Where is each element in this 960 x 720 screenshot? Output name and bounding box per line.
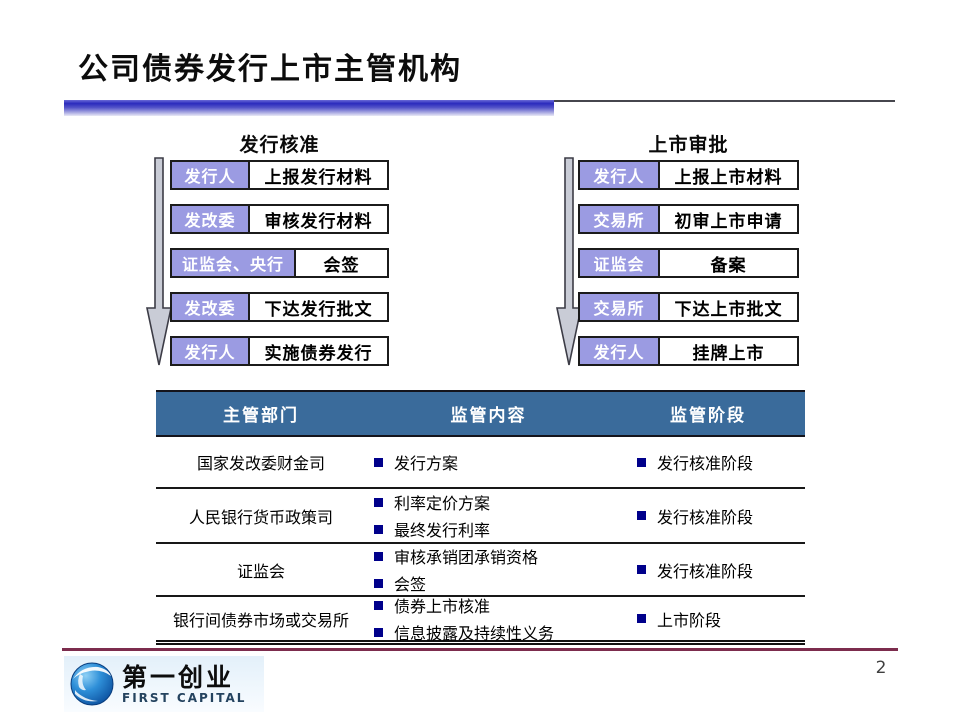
bullet-text: 发行核准阶段 [657, 454, 754, 473]
flow-step-actor: 交易所 [580, 206, 660, 232]
bullet-item: 发行核准阶段 [637, 450, 753, 474]
bullet-item: 发行方案 [374, 450, 611, 474]
logo-text: 第一创业 FIRST CAPITAL [122, 665, 246, 704]
flow-step: 发行人 实施债券发行 [170, 336, 389, 366]
flow-step: 发改委 下达发行批文 [170, 292, 389, 322]
bullet-square-icon [374, 578, 383, 588]
page-title: 公司债券发行上市主管机构 [78, 52, 462, 87]
flow-step-action: 实施债券发行 [250, 338, 387, 364]
stage-cell: 上市阶段 [611, 597, 805, 640]
flow-step: 交易所 初审上市申请 [578, 204, 799, 234]
bullet-text: 最终发行利率 [394, 521, 491, 540]
bullet-item: 债券上市核准 [374, 593, 611, 617]
flow-step-action: 上报发行材料 [250, 162, 387, 188]
content-cell: 利率定价方案 最终发行利率 [366, 489, 611, 542]
stage-cell: 发行核准阶段 [611, 437, 805, 487]
bullet-item: 最终发行利率 [374, 517, 611, 541]
bullet-square-icon [374, 551, 383, 561]
department-cell: 国家发改委财金司 [196, 454, 325, 473]
content-cell: 审核承销团承销资格 会签 [366, 544, 611, 595]
globe-icon [70, 662, 114, 706]
flow-step-action: 挂牌上市 [660, 338, 797, 364]
bullet-text: 上市阶段 [657, 610, 722, 630]
down-arrow-icon [556, 157, 582, 366]
content-cell: 债券上市核准 信息披露及持续性义务 [366, 597, 611, 643]
down-arrow-icon [146, 157, 172, 366]
bullet-text: 利率定价方案 [394, 494, 491, 513]
bullet-text: 发行核准阶段 [657, 561, 754, 581]
flow-step: 证监会、央行 会签 [170, 248, 389, 278]
bullet-item: 审核承销团承销资格 [374, 544, 611, 568]
table-row: 人民银行货币政策司 利率定价方案 最终发行利率 发行核准阶段 [156, 489, 805, 544]
logo-chinese-name: 第一创业 [122, 662, 235, 692]
column-header-department: 主管部门 [223, 406, 299, 426]
flowchart-issuance-title: 发行核准 [239, 134, 320, 156]
stage-cell: 发行核准阶段 [611, 544, 805, 595]
bullet-square-icon [637, 457, 646, 467]
flow-step-actor: 证监会 [580, 250, 660, 276]
bullet-text: 债券上市核准 [394, 597, 491, 616]
bullet-square-icon [374, 600, 383, 610]
flow-step: 发改委 审核发行材料 [170, 204, 389, 234]
flow-step-action: 审核发行材料 [250, 206, 387, 232]
flow-step-actor: 发行人 [172, 162, 250, 188]
flow-step-actor: 发行人 [580, 162, 660, 188]
bullet-square-icon [637, 565, 646, 574]
regulators-table: 主管部门 监管内容 监管阶段 国家发改委财金司 发行方案 发行核准阶段 人民银行… [156, 390, 805, 645]
bullet-item: 上市阶段 [637, 607, 721, 631]
table-header-row: 主管部门 监管内容 监管阶段 [156, 390, 805, 437]
flow-step: 发行人 挂牌上市 [578, 336, 799, 366]
bullet-item: 会签 [374, 571, 611, 595]
flow-step-action: 下达发行批文 [250, 294, 387, 320]
content-cell: 发行方案 [366, 437, 611, 487]
flow-step-action: 上报上市材料 [660, 162, 797, 188]
title-accent-bar [64, 100, 554, 116]
department-cell: 证监会 [236, 561, 285, 581]
stage-cell: 发行核准阶段 [611, 489, 805, 542]
bullet-square-icon [374, 457, 383, 467]
flow-step-actor: 发行人 [580, 338, 660, 364]
bullet-item: 发行核准阶段 [637, 558, 753, 582]
page-number: 2 [875, 658, 887, 678]
column-header-content: 监管内容 [450, 406, 527, 426]
company-logo: 第一创业 FIRST CAPITAL [64, 656, 264, 712]
bullet-item: 信息披露及持续性义务 [374, 620, 611, 644]
bullet-item: 发行核准阶段 [637, 504, 753, 528]
bullet-square-icon [374, 524, 383, 534]
bullet-square-icon [637, 511, 646, 520]
flow-step-action: 备案 [660, 250, 797, 276]
department-cell: 银行间债券市场或交易所 [172, 610, 349, 630]
flow-step: 交易所 下达上市批文 [578, 292, 799, 322]
department-cell: 人民银行货币政策司 [188, 507, 333, 527]
flow-step: 发行人 上报上市材料 [578, 160, 799, 190]
bullet-square-icon [637, 614, 646, 623]
bullet-square-icon [374, 497, 383, 507]
flow-step-actor: 发改委 [172, 294, 250, 320]
flow-step: 发行人 上报发行材料 [170, 160, 389, 190]
flow-step-actor: 交易所 [580, 294, 660, 320]
bullet-text: 信息披露及持续性义务 [394, 624, 555, 643]
table-row: 银行间债券市场或交易所 债券上市核准 信息披露及持续性义务 上市阶段 [156, 597, 805, 643]
logo-english-name: FIRST CAPITAL [122, 690, 247, 705]
flow-step-action: 会签 [296, 250, 387, 276]
flow-step-actor: 证监会、央行 [172, 250, 296, 276]
table-row: 证监会 审核承销团承销资格 会签 发行核准阶段 [156, 544, 805, 597]
flow-step-action: 初审上市申请 [660, 206, 797, 232]
column-header-stage: 监管阶段 [670, 406, 746, 426]
flowchart-listing-title: 上市审批 [648, 134, 729, 156]
bullet-item: 利率定价方案 [374, 490, 611, 514]
flow-step-actor: 发改委 [172, 206, 250, 232]
bullet-text: 发行核准阶段 [657, 507, 754, 527]
bullet-text: 发行方案 [394, 454, 459, 473]
table-row: 国家发改委财金司 发行方案 发行核准阶段 [156, 437, 805, 489]
bullet-square-icon [374, 627, 383, 637]
footer-divider [62, 648, 898, 651]
flow-step-actor: 发行人 [172, 338, 250, 364]
bullet-text: 会签 [394, 575, 427, 594]
title-accent-line [554, 100, 895, 102]
flow-step: 证监会 备案 [578, 248, 799, 278]
flow-step-action: 下达上市批文 [660, 294, 797, 320]
bullet-text: 审核承销团承销资格 [394, 548, 539, 567]
